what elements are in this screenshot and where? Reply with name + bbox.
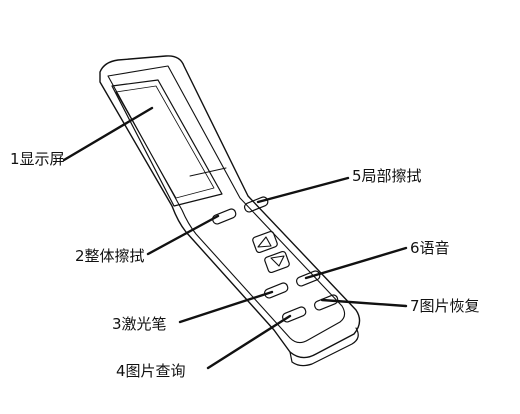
triangle-down-icon xyxy=(270,255,285,267)
up-button xyxy=(252,230,278,254)
laser-pen-button xyxy=(263,282,289,299)
image-query-button xyxy=(281,306,307,323)
label-laser-pen: 3激光笔 xyxy=(112,315,167,333)
label-image-restore: 7图片恢复 xyxy=(410,297,480,315)
leader-line-laser-pen xyxy=(178,290,274,324)
display-screen-frame xyxy=(115,85,215,199)
label-partial-erase: 5局部擦拭 xyxy=(352,167,422,185)
leader-line-full-erase xyxy=(146,214,220,256)
down-button xyxy=(264,250,290,274)
full-erase-button xyxy=(211,208,237,225)
image-restore-button xyxy=(313,294,339,311)
device-bottom-tip xyxy=(289,327,359,367)
display-inner-edge xyxy=(189,167,227,177)
leader-line-image-query xyxy=(206,314,292,370)
label-image-query: 4图片查询 xyxy=(116,362,186,380)
display-screen xyxy=(111,79,223,207)
label-display: 1显示屏 xyxy=(10,150,65,168)
label-full-erase: 2整体擦拭 xyxy=(75,247,145,265)
leader-line-image-restore xyxy=(320,298,408,308)
leader-line-display xyxy=(62,106,154,162)
device-front-face xyxy=(107,65,346,344)
leader-line-partial-erase xyxy=(256,176,350,204)
device-body-outline xyxy=(99,55,361,359)
leader-line-voice xyxy=(304,246,408,280)
triangle-up-icon xyxy=(257,236,272,248)
label-voice: 6语音 xyxy=(410,239,450,257)
